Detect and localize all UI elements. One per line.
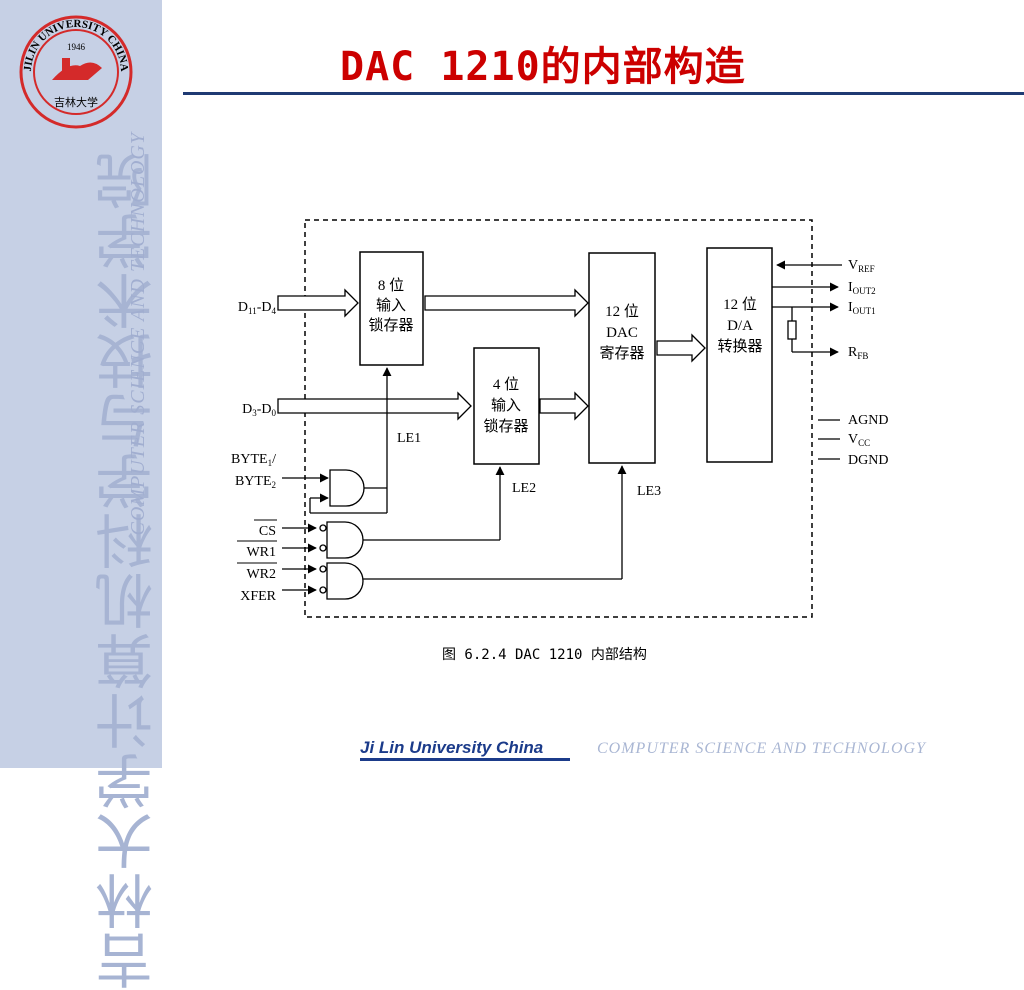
label-xfer: XFER — [240, 589, 276, 604]
logo-year: 1946 — [67, 42, 86, 52]
dac1210-block-diagram: 8 位 输入 锁存器 4 位 输入 锁存器 12 位 DAC 寄存器 12 位 … — [231, 219, 888, 618]
sidebar-vertical-english: COMPUTER SCIENCE AND TECHNOLOGY — [127, 132, 149, 536]
svg-text:12 位: 12 位 — [605, 303, 639, 320]
latch-enable-labels: LE1 LE2 LE3 — [397, 431, 661, 499]
svg-text:8 位: 8 位 — [378, 277, 404, 294]
pin-labels: VREF IOUT2 IOUT1 RFB AGND VCC DGND — [848, 258, 888, 468]
svg-text:DAC: DAC — [606, 325, 638, 341]
bus-arrows — [277, 288, 706, 421]
label-d-high: D11-D4 — [238, 300, 277, 316]
logo-seal-text: 吉林大学 — [54, 95, 98, 109]
bus-arrow-reg-to-converter — [656, 333, 706, 363]
footer-department: COMPUTER SCIENCE AND TECHNOLOGY — [597, 740, 926, 757]
page-title: DAC 1210的内部构造 — [340, 44, 746, 90]
label-le3: LE3 — [637, 484, 661, 499]
label-d-low: D3-D0 — [242, 402, 276, 418]
input-labels: D11-D4 D3-D0 BYTE1/ BYTE2 CS WR1 WR2 XFE… — [231, 300, 277, 604]
label-byte2: BYTE2 — [235, 474, 276, 490]
svg-text:锁存器: 锁存器 — [368, 317, 413, 334]
output-pins — [772, 260, 842, 460]
label-cs: CS — [259, 524, 276, 539]
block-dac-register: 12 位 DAC 寄存器 — [588, 252, 656, 464]
svg-text:4 位: 4 位 — [493, 376, 519, 393]
label-wr2: WR2 — [246, 567, 276, 582]
svg-text:输入: 输入 — [491, 397, 521, 414]
pin-rfb: RFB — [848, 345, 868, 361]
sidebar: JILIN UNIVERSITY CHINA 1946 吉林大学 吉林大学计算机… — [0, 0, 163, 990]
active-low-overbars — [237, 519, 277, 564]
block-8bit-latch: 8 位 输入 锁存器 — [359, 251, 424, 366]
label-le2: LE2 — [512, 481, 536, 496]
svg-text:寄存器: 寄存器 — [599, 344, 644, 362]
svg-text:输入: 输入 — [376, 297, 406, 314]
title-divider — [183, 92, 1024, 95]
control-logic — [282, 367, 627, 600]
pin-vcc: VCC — [848, 432, 870, 448]
chip-boundary — [304, 219, 813, 618]
bus-arrow-d-high — [277, 288, 359, 318]
label-wr1: WR1 — [246, 545, 276, 560]
svg-text:D/A: D/A — [727, 318, 753, 334]
and-gate-2 — [326, 521, 364, 559]
bus-arrow-d-low — [277, 391, 472, 421]
block-4bit-latch: 4 位 输入 锁存器 — [473, 347, 540, 465]
label-le1: LE1 — [397, 431, 421, 446]
and-gate-1 — [329, 469, 365, 507]
and-gate-3 — [326, 562, 364, 600]
pin-iout2: IOUT2 — [848, 280, 876, 296]
pin-iout1: IOUT1 — [848, 300, 876, 316]
pin-vref: VREF — [848, 258, 875, 274]
footer-underline — [360, 758, 570, 761]
label-byte1: BYTE1/ — [231, 452, 276, 468]
svg-text:12 位: 12 位 — [723, 296, 757, 313]
pin-dgnd: DGND — [848, 453, 888, 468]
svg-text:锁存器: 锁存器 — [483, 418, 528, 435]
university-logo: JILIN UNIVERSITY CHINA 1946 吉林大学 — [19, 15, 133, 129]
bus-arrow-4bit-to-reg — [539, 391, 589, 421]
figure-caption: 图 6.2.4 DAC 1210 内部结构 — [442, 647, 647, 663]
block-da-converter: 12 位 D/A 转换器 — [706, 247, 773, 463]
bus-arrow-8bit-to-reg — [424, 288, 589, 318]
pin-agnd: AGND — [848, 413, 888, 428]
emblem-icon — [52, 62, 102, 80]
svg-text:转换器: 转换器 — [717, 338, 762, 355]
footer-university: Ji Lin University China — [360, 738, 544, 757]
